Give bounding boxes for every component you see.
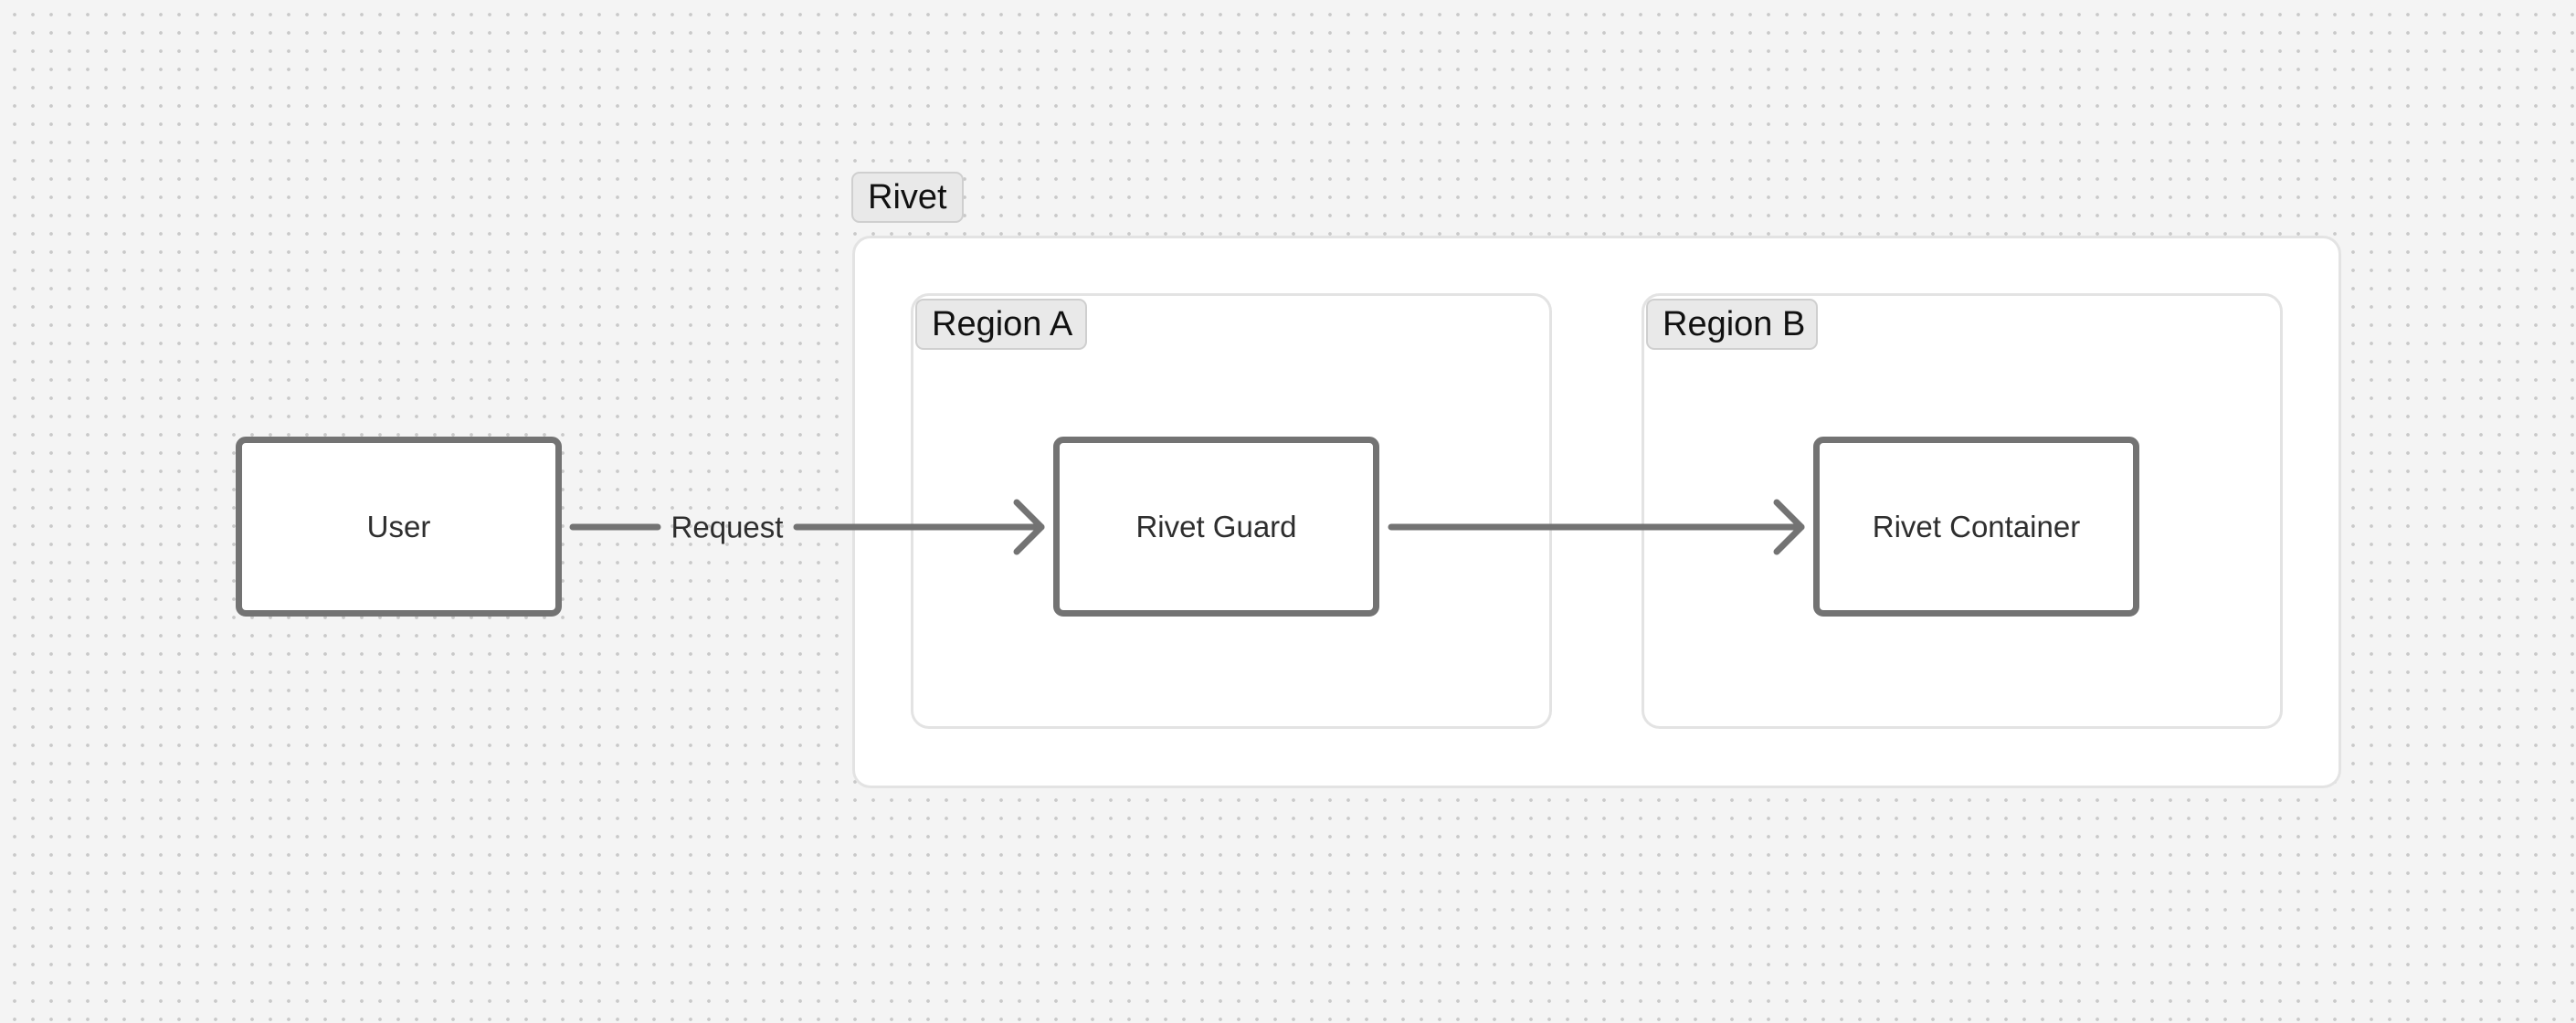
group-label-region-a[interactable]: Region A <box>915 299 1087 350</box>
node-rivet-guard[interactable]: Rivet Guard <box>1053 437 1379 617</box>
node-label-rivet-guard: Rivet Guard <box>1135 509 1297 543</box>
arrowhead-icon <box>1773 499 1805 555</box>
group-label-rivet[interactable]: Rivet <box>851 172 964 223</box>
edge-guard-to-container[interactable] <box>1388 499 1805 555</box>
node-label-rivet-container: Rivet Container <box>1872 509 2081 543</box>
edge-user-to-guard[interactable]: Request <box>569 499 1045 555</box>
arrowhead-icon <box>1013 499 1045 555</box>
node-rivet-container[interactable]: Rivet Container <box>1813 437 2139 617</box>
node-user[interactable]: User <box>236 437 562 617</box>
edge-label-request: Request <box>671 511 784 544</box>
node-label-user: User <box>366 509 431 543</box>
group-label-region-b[interactable]: Region B <box>1646 299 1818 350</box>
